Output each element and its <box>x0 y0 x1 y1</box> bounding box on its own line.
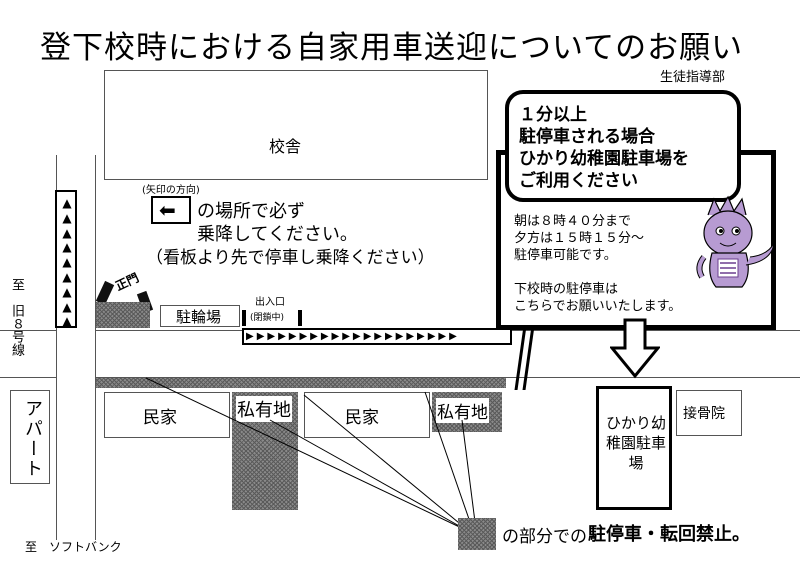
side-road-arrow-column: ▲▲▲▲▲▲▲▲▲ <box>55 190 77 328</box>
instruction-line-2: 乗降してください。 <box>197 224 358 245</box>
bike-parking-label: 駐輪場 <box>176 308 222 326</box>
house-2-label: 民家 <box>345 408 379 428</box>
private-land-2: 私有地 <box>432 392 502 432</box>
main-gate-area <box>96 302 150 328</box>
apartment-label: アパート <box>22 399 43 479</box>
notice-body-5: こちらでお願いいたします。 <box>514 299 682 314</box>
notice-body-4: 下校時の駐停車は <box>514 282 619 297</box>
bike-parking: 駐輪場 <box>160 305 240 327</box>
entrance-post-right <box>298 310 302 326</box>
house-2: 民家 <box>304 392 430 438</box>
kindergarten-parking-label: ひかり幼稚園駐車場 <box>605 414 666 472</box>
notice-headline-2: 駐停車される場合 <box>519 127 655 147</box>
kindergarten-parking: ひかり幼稚園駐車場 <box>596 386 672 510</box>
notice-headline-1: １分以上 <box>519 105 587 125</box>
prohibition-text-1: の部分での <box>502 527 587 547</box>
notice-body-3: 駐停車可能です。 <box>514 248 617 263</box>
instruction-line-3: （看板より先で停車し乗降ください） <box>146 248 435 268</box>
arrow-caption: (矢印の方向) <box>142 185 200 196</box>
no-stopping-strip <box>96 378 506 388</box>
clinic-label: 接骨院 <box>683 406 725 422</box>
prohibition-text-2: 駐停車・転回禁止。 <box>588 524 750 545</box>
page-title: 登下校時における自家用車送迎についてのお願い <box>40 30 744 66</box>
private-land-1: 私有地 <box>232 392 298 510</box>
notice-headline-4: ご利用ください <box>519 171 638 191</box>
private-land-2-label: 私有地 <box>436 398 489 423</box>
road-label-old8: 至 旧８号線 <box>9 278 24 356</box>
mascot-icon <box>696 195 775 288</box>
notice-headline-3: ひかり幼稚園駐車場を <box>519 149 689 169</box>
house-1-label: 民家 <box>143 408 177 428</box>
instruction-line-1: の場所で必ず <box>197 201 305 222</box>
house-1: 民家 <box>104 392 230 438</box>
apartment: アパート <box>10 390 50 484</box>
notice-headline-bubble: １分以上 駐停車される場合 ひかり幼稚園駐車場を ご利用ください <box>505 90 741 202</box>
notice-body-2: 夕方は１５時１５分～ <box>514 231 645 246</box>
school-label: 校舎 <box>269 137 302 156</box>
department-label: 生徒指導部 <box>660 70 726 85</box>
road-label-softbank: 至 ソフトバンク <box>25 540 122 554</box>
entrance-label: 出入口 <box>255 297 285 308</box>
dropoff-lane-arrows: ▶▶▶▶▶▶▶▶▶▶▶▶▶▶▶▶▶▶▶▶ <box>242 328 512 345</box>
entrance-note: (閉鎖中) <box>250 313 285 323</box>
notice-body-1: 朝は８時４０分まで <box>514 214 632 229</box>
private-land-1-label: 私有地 <box>236 396 292 422</box>
school-building: 校舎 <box>104 70 488 180</box>
direction-sign: ⬅ <box>151 196 191 224</box>
entrance-post-left <box>242 310 246 326</box>
down-arrow-icon <box>610 318 660 379</box>
clinic: 接骨院 <box>676 390 742 436</box>
prohibition-legend-swatch <box>458 518 496 550</box>
main-gate-label: 正門 <box>113 270 142 294</box>
left-arrow-icon: ⬅ <box>159 198 176 222</box>
